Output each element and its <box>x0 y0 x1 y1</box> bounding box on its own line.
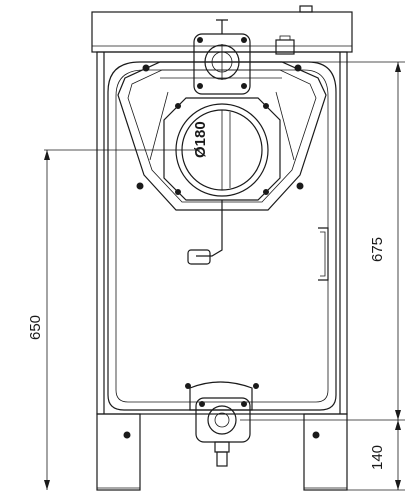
boiler-body <box>107 61 337 411</box>
dimension-bottom-label: 140 <box>369 445 386 470</box>
bottom-fitting <box>185 381 259 467</box>
top-fitting <box>193 19 251 95</box>
sensor-probe <box>187 200 223 265</box>
dimension-left-label: 650 <box>27 315 44 340</box>
top-right-fitting <box>275 35 295 55</box>
dimension-bottom: 140 <box>240 419 405 491</box>
dimension-left: 650 <box>27 149 200 490</box>
dimension-right: 675 <box>310 61 405 420</box>
door-handle <box>318 227 329 281</box>
dimension-right-label: 675 <box>369 237 386 262</box>
flue-flange: Ø180 <box>163 97 281 201</box>
burner-housing <box>117 61 327 211</box>
flue-label: Ø180 <box>192 121 209 158</box>
legs <box>96 413 348 491</box>
